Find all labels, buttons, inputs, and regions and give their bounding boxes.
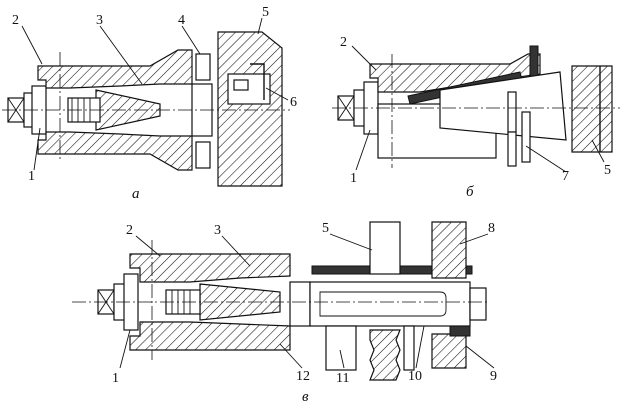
label-b-5: 5 — [604, 163, 611, 178]
label-v-2: 2 — [126, 223, 133, 238]
part-8 — [431, 221, 467, 279]
caption-v: в — [302, 389, 309, 404]
rack-teeth — [369, 329, 401, 381]
view-b — [332, 45, 620, 168]
label-v-10: 10 — [408, 369, 422, 384]
ring-4-upper — [195, 53, 211, 81]
gear-wheel-5-b — [571, 65, 613, 153]
label-a-1: 1 — [28, 169, 35, 184]
label-a-6: 6 — [290, 95, 297, 110]
ring-7-upper — [507, 91, 517, 133]
leaders-b — [351, 45, 605, 173]
label-b-7: 7 — [562, 169, 569, 184]
ring-7-lower — [507, 131, 517, 167]
view-v — [72, 221, 490, 381]
part-9 — [431, 333, 467, 369]
leaders-a — [21, 17, 289, 171]
gear-wheel-5-v — [369, 221, 401, 275]
label-b-2: 2 — [340, 35, 347, 50]
gear-wheel-5-a — [217, 31, 283, 187]
label-a-5: 5 — [262, 5, 269, 20]
caption-a: а — [132, 186, 140, 202]
label-v-3: 3 — [214, 223, 221, 238]
view-a — [2, 31, 290, 187]
label-a-2: 2 — [12, 13, 19, 28]
label-v-8: 8 — [488, 221, 495, 236]
spindle-body-upper-v — [129, 253, 291, 283]
label-v-11: 11 — [336, 371, 349, 386]
shaft-10 — [309, 281, 471, 327]
spindle-body-lower-v — [129, 321, 291, 351]
label-a-3: 3 — [96, 13, 103, 28]
spindle-body-upper-a — [37, 49, 193, 89]
label-a-4: 4 — [178, 13, 185, 28]
taper-cone-a — [95, 89, 161, 131]
ring-4-lower — [195, 141, 211, 169]
label-v-12: 12 — [296, 369, 310, 384]
label-v-5: 5 — [322, 221, 329, 236]
label-b-1: 1 — [350, 171, 357, 186]
label-v-1: 1 — [112, 371, 119, 386]
caption-b: б — [466, 184, 474, 200]
leaders-v — [119, 233, 495, 369]
gear-11 — [325, 325, 357, 371]
spindle-body-lower-a — [37, 131, 193, 171]
label-v-9: 9 — [490, 369, 497, 384]
